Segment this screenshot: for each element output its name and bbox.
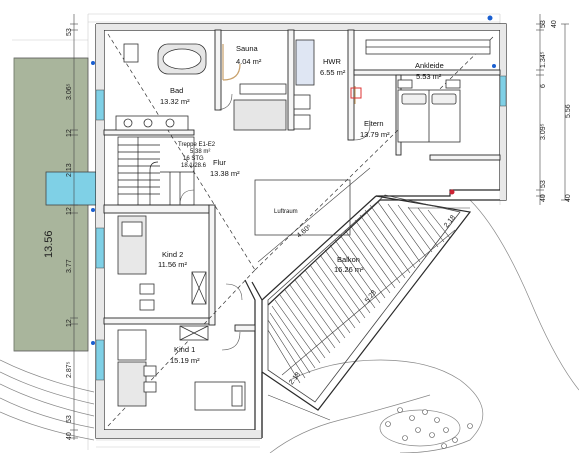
dim-right-h: 40 [540,194,547,202]
pebbles [385,407,473,449]
flur-name: Flur [213,158,226,167]
dim-right-a: 53 [540,20,547,28]
kind2-area: 11.56 m² [158,260,188,269]
balkon-area: 16.26 m² [334,265,364,274]
luftraum-outline [254,179,351,236]
balkon-name: Balkon [337,255,360,264]
staircase [117,136,195,206]
dim-right-i: 40 [565,194,572,202]
bad-area: 13.32 m² [160,97,190,106]
flur-area: 13.38 m² [210,169,240,178]
ankleide-area: 5.53 m² [416,72,442,81]
kind1-name: Kind 1 [174,345,195,354]
dim-left-total: 13.56 [43,230,55,258]
balcony-inner [267,194,461,403]
dim-right-e: 3.09⁵ [540,123,547,140]
eltern-area: 13.79 m² [360,130,390,139]
stair-line4: 18.1/28.6 [181,163,207,169]
hwr-name: HWR [323,57,341,66]
interior-walls [103,29,501,332]
dim-lines [70,14,569,440]
dim-diag-460: 4.60⁵ [296,223,313,239]
hwr-area: 6.55 m² [320,68,346,77]
stair-line2: 5.38 m² [190,149,210,155]
dim-left-a: 3.06⁵ [66,83,73,100]
dim-left-top: 53 [66,28,73,36]
windows [95,75,507,381]
markers [91,15,496,345]
dim-diag-528: 5.28 [364,289,378,304]
luftraum-name: Luftraum [274,209,298,215]
dim-left-h: 53 [66,415,73,423]
bath-fixtures [115,39,315,131]
sauna-doors [222,44,356,104]
kind1-furniture [117,325,246,411]
eltern-bed [397,79,461,143]
dim-right-c: 1.34⁵ [540,51,547,68]
dim-left-i: 40 [66,432,73,440]
stair-line3: 16 STG [183,156,204,162]
ankleide-name: Ankleide [415,61,444,70]
dim-diag-218-top: 2.18 [443,214,457,229]
dim-right-f: 5.56 [565,104,572,118]
kind2-furniture [117,215,207,311]
eltern-name: Eltern [364,119,384,128]
sauna-area: 4.04 m² [236,57,262,66]
kind2-name: Kind 2 [162,250,183,259]
sauna-name: Sauna [236,44,259,53]
ankleide-closet [365,39,491,55]
diag-dims [257,167,470,421]
dim-left-g: 2.87⁵ [66,361,73,378]
dim-left-c: 2.13 [66,163,73,177]
kind1-area: 15.19 m² [170,356,200,365]
dim-left-f: 12 [66,319,73,327]
dim-right-d: 6 [540,84,547,88]
dim-diag-218-bottom: 2.18 [288,371,302,386]
dim-left-d: 12 [66,207,73,215]
door-swings [179,93,371,351]
dim-left-b: 12 [66,129,73,137]
dim-right-g: 53 [540,180,547,188]
stair-line1: Treppe E1-E2 [178,142,216,148]
dim-left-e: 3.77 [66,259,73,273]
dim-right-b: 40 [551,20,558,28]
bad-name: Bad [170,86,183,95]
garden-lines [0,199,579,453]
